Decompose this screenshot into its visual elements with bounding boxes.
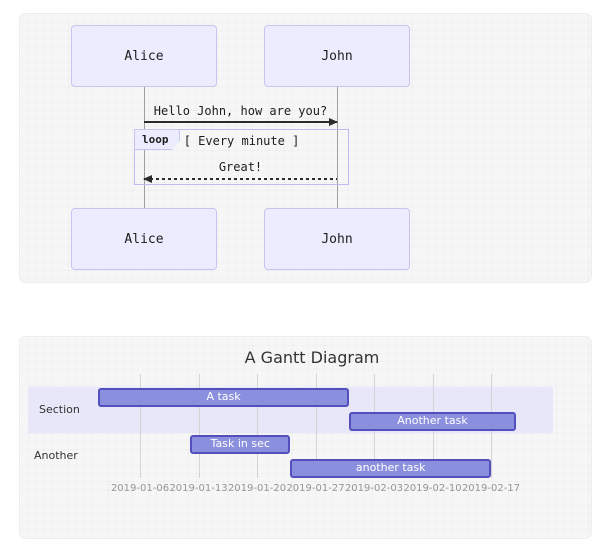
axis-tick-label: 2019-02-17	[461, 483, 521, 494]
task-bar-another-task: another task	[290, 458, 491, 478]
arrowhead-right-icon	[329, 118, 338, 126]
actor-box-alice-bottom: Alice	[71, 208, 217, 270]
actor-label-alice: Alice	[124, 231, 164, 247]
actor-label-john: John	[321, 48, 353, 64]
axis-tick-label: 2019-01-06	[110, 483, 170, 494]
message-arrow	[144, 118, 338, 126]
axis-tick-label: 2019-01-20	[227, 483, 287, 494]
message-text: Hello John, how are you?	[153, 104, 328, 118]
axis-tick-label: 2019-02-03	[344, 483, 404, 494]
sequence-diagram-panel: Alice John Hello John, how are you? loop…	[19, 13, 592, 283]
loop-condition: [ Every minute ]	[183, 134, 300, 148]
task-bar-a-task: A task	[98, 388, 349, 407]
grid-line	[140, 374, 141, 478]
actor-label-alice: Alice	[124, 48, 164, 64]
section-label-another: Another	[34, 449, 78, 462]
task-bar-task-in-sec: Task in sec	[190, 435, 291, 454]
actor-box-john-bottom: John	[264, 208, 410, 270]
grid-line	[198, 374, 200, 478]
reply-arrow	[143, 175, 337, 183]
axis-tick-label: 2019-01-13	[169, 483, 228, 494]
lifeline-john	[337, 87, 338, 208]
gantt-title: A Gantt Diagram	[244, 348, 380, 367]
loop-frame: loop [ Every minute ]	[134, 129, 349, 185]
axis-tick-label: 2019-02-10	[403, 483, 462, 494]
grid-line	[315, 374, 317, 478]
reply-text: Great!	[218, 160, 263, 174]
grid-line	[257, 374, 258, 478]
task-bar-another-task: Another task	[348, 411, 517, 431]
section-label-section: Section	[39, 403, 80, 416]
actor-box-john-top: John	[264, 25, 410, 87]
actor-box-alice-top: Alice	[71, 25, 217, 87]
actor-label-john: John	[321, 231, 353, 247]
axis-tick-label: 2019-01-27	[286, 483, 345, 494]
arrowhead-left-icon	[143, 175, 152, 183]
loop-label: loop	[134, 129, 180, 150]
